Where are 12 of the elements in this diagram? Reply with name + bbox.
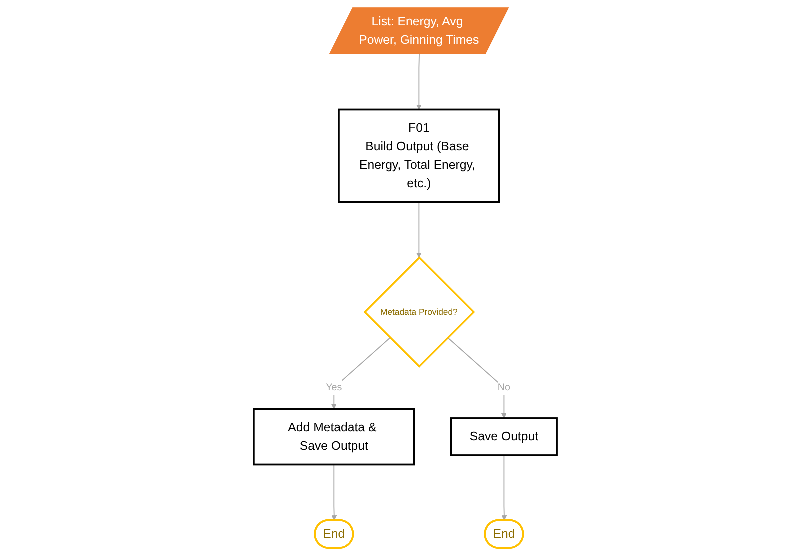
node-box: F01 Build Output (Base Energy, Total Energy, etc.) [338, 108, 500, 204]
arrow [502, 455, 508, 521]
node-box: Save Output [450, 418, 558, 456]
edge-label: Yes [326, 382, 342, 393]
node-box: Add Metadata & Save Output [253, 408, 416, 466]
arrow [416, 54, 422, 110]
arrow [332, 464, 338, 521]
arrow [416, 202, 422, 258]
edge-label: No [498, 382, 511, 393]
node-diamond: Metadata Provided? [364, 256, 476, 368]
arrow [331, 337, 391, 410]
arrow [448, 337, 507, 419]
